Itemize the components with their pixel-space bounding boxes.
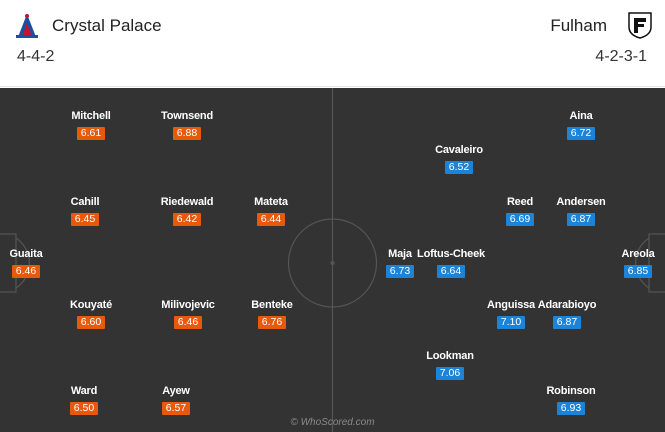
player-name: Andersen <box>556 196 606 208</box>
player-rating: 6.46 <box>11 265 41 278</box>
player-rating: 6.72 <box>566 127 596 140</box>
header-divider <box>0 86 665 87</box>
player-rating: 6.52 <box>444 161 474 174</box>
player-name: Areola <box>621 248 655 260</box>
player-rating: 6.44 <box>256 213 286 226</box>
player-rating: 6.85 <box>623 265 653 278</box>
player-name: Milivojevic <box>161 299 215 311</box>
player-rating: 6.46 <box>173 316 203 329</box>
player-card[interactable]: Ayew 6.57 <box>116 385 236 416</box>
player-rating: 6.50 <box>69 402 99 415</box>
player-card[interactable]: Townsend 6.88 <box>127 110 247 141</box>
player-rating: 6.73 <box>385 265 415 278</box>
player-name: Cahill <box>70 196 100 208</box>
player-card[interactable]: Anguissa 7.10 <box>451 299 571 330</box>
player-card[interactable]: Cavaleiro 6.52 <box>399 144 519 175</box>
away-team-name[interactable]: Fulham <box>550 16 607 35</box>
player-name: Cavaleiro <box>435 144 483 156</box>
player-rating: 7.10 <box>496 316 526 329</box>
player-name: Mitchell <box>71 110 111 122</box>
player-card[interactable]: Milivojevic 6.46 <box>128 299 248 330</box>
player-card[interactable]: Kouyaté 6.60 <box>31 299 151 330</box>
player-card[interactable]: Benteke 6.76 <box>212 299 332 330</box>
home-formation: 4-4-2 <box>17 48 55 65</box>
player-rating: 6.87 <box>552 316 582 329</box>
player-card[interactable]: Robinson 6.93 <box>511 385 631 416</box>
player-rating: 6.88 <box>172 127 202 140</box>
fulham-crest-icon <box>628 12 652 39</box>
away-formation: 4-2-3-1 <box>595 48 647 65</box>
player-name: Guaita <box>9 248 43 260</box>
player-rating: 6.61 <box>76 127 106 140</box>
player-name: Kouyaté <box>70 299 112 311</box>
player-rating: 6.64 <box>436 265 466 278</box>
player-name: Aina <box>569 110 593 122</box>
player-rating: 6.93 <box>556 402 586 415</box>
player-name: Adarabioyo <box>537 299 597 311</box>
player-name: Ward <box>70 385 98 397</box>
player-card[interactable]: Reed 6.69 <box>460 196 580 227</box>
player-rating: 6.87 <box>566 213 596 226</box>
watermark: © WhoScored.com <box>290 417 375 428</box>
player-name: Lookman <box>426 350 474 362</box>
crystal-palace-crest-icon <box>16 14 38 38</box>
player-card[interactable]: Areola 6.85 <box>578 248 665 279</box>
pitch: Mitchell 6.61 Townsend 6.88 Cahill 6.45 … <box>0 88 665 432</box>
player-card[interactable]: Aina 6.72 <box>521 110 641 141</box>
player-card[interactable]: Andersen 6.87 <box>521 196 641 227</box>
pitch-markings <box>0 88 665 432</box>
player-card[interactable]: Mateta 6.44 <box>211 196 331 227</box>
player-name: Mateta <box>254 196 288 208</box>
player-rating: 6.69 <box>505 213 535 226</box>
match-header: Crystal Palace 4-4-2 Fulham 4-2-3-1 <box>0 0 665 88</box>
player-card[interactable]: Cahill 6.45 <box>25 196 145 227</box>
player-rating: 7.06 <box>435 367 465 380</box>
player-name: Maja <box>388 248 412 260</box>
player-card[interactable]: Maja 6.73 <box>340 248 460 279</box>
home-team-name[interactable]: Crystal Palace <box>52 16 162 35</box>
player-name: Townsend <box>161 110 213 122</box>
player-card[interactable]: Guaita 6.46 <box>0 248 86 279</box>
player-rating: 6.42 <box>172 213 202 226</box>
player-rating: 6.57 <box>161 402 191 415</box>
player-card[interactable]: Mitchell 6.61 <box>31 110 151 141</box>
player-card[interactable]: Riedewald 6.42 <box>127 196 247 227</box>
player-name: Loftus-Cheek <box>417 248 485 260</box>
player-name: Anguissa <box>487 299 535 311</box>
player-name: Benteke <box>251 299 293 311</box>
player-name: Robinson <box>546 385 596 397</box>
player-card[interactable]: Adarabioyo 6.87 <box>507 299 627 330</box>
player-name: Reed <box>506 196 534 208</box>
player-card[interactable]: Lookman 7.06 <box>390 350 510 381</box>
player-name: Ayew <box>162 385 190 397</box>
player-rating: 6.76 <box>257 316 287 329</box>
player-rating: 6.60 <box>76 316 106 329</box>
player-rating: 6.45 <box>70 213 100 226</box>
player-card[interactable]: Loftus-Cheek 6.64 <box>391 248 511 279</box>
player-card[interactable]: Ward 6.50 <box>24 385 144 416</box>
player-name: Riedewald <box>160 196 214 208</box>
